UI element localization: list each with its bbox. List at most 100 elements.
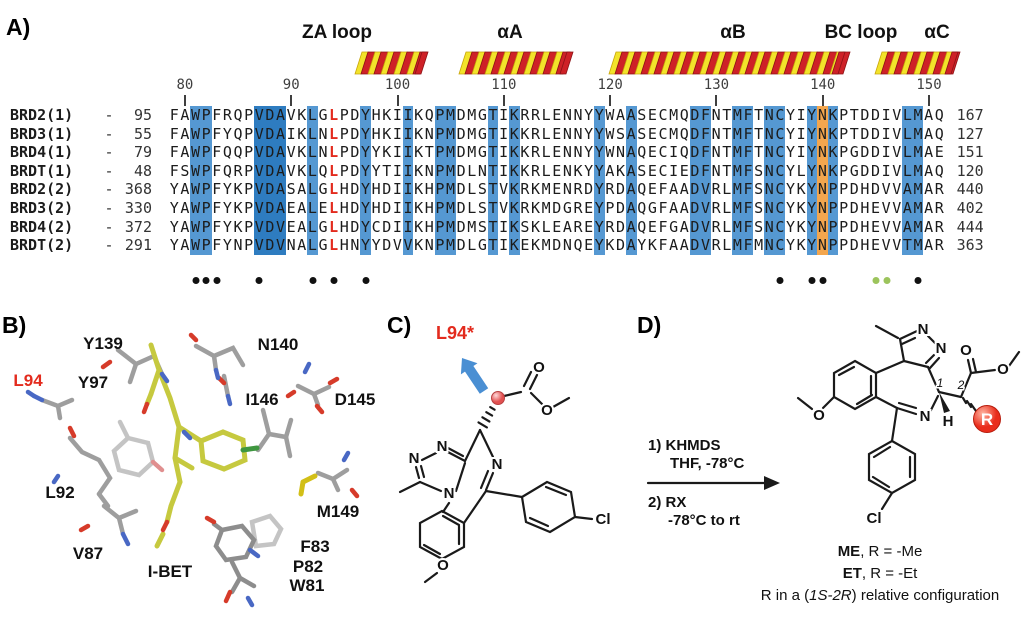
ruler-number-150: 150 bbox=[916, 77, 942, 93]
binding-site-3d-view bbox=[25, 332, 360, 608]
ruler-number-80: 80 bbox=[176, 77, 194, 93]
reaction-arrow-head bbox=[764, 476, 780, 490]
residue-label-W81: W81 bbox=[289, 576, 325, 595]
ch2-sphere bbox=[491, 391, 505, 405]
residue-label-Y97: Y97 bbox=[77, 373, 109, 392]
row-end-number: 120 bbox=[956, 161, 984, 180]
residue-label-L92: L92 bbox=[45, 483, 75, 502]
ruler-tick-100 bbox=[396, 95, 399, 106]
atom-label-O: O bbox=[997, 361, 1009, 378]
conservation-dot-green bbox=[872, 276, 880, 284]
atom-label-O: O bbox=[541, 402, 553, 419]
ruler-tick-80 bbox=[183, 95, 186, 106]
ruler-number-90: 90 bbox=[282, 77, 300, 93]
panel-a-label: A) bbox=[6, 14, 31, 40]
row-end-number: 363 bbox=[956, 236, 984, 255]
ruler-number-130: 130 bbox=[703, 77, 730, 93]
conservation-dot bbox=[202, 276, 210, 284]
panel-c-label: C) bbox=[387, 312, 412, 338]
row-start-number: 48 bbox=[133, 161, 152, 180]
row-name: BRD4(2) bbox=[10, 217, 74, 236]
conservation-dot bbox=[330, 276, 338, 284]
conservation-dot bbox=[255, 276, 263, 284]
atom-label-O: O bbox=[533, 359, 545, 376]
atom-label-O: O bbox=[960, 342, 972, 359]
atom-label-N: N bbox=[492, 456, 503, 473]
atom-label-N: N bbox=[918, 321, 929, 338]
ruler-tick-130 bbox=[715, 95, 718, 106]
ruler-number-140: 140 bbox=[810, 77, 836, 93]
ruler-tick-150 bbox=[928, 95, 931, 106]
ruler-number-100: 100 bbox=[384, 77, 411, 93]
bold-wedge bbox=[939, 392, 950, 413]
conservation-dot bbox=[819, 276, 827, 284]
conservation-dot bbox=[776, 276, 784, 284]
residue-label-I146: I146 bbox=[245, 390, 279, 409]
atom-label-O: O bbox=[437, 557, 449, 574]
atom-label-N: N bbox=[409, 450, 420, 467]
chlorine-tip bbox=[240, 445, 260, 453]
l94-annotation: L94* bbox=[436, 323, 475, 343]
product-et-caption: ET, R = -Et bbox=[842, 565, 918, 582]
residue-sticks bbox=[39, 343, 350, 537]
ss-label-αC: αC bbox=[924, 22, 950, 43]
wpf-shelf-sticks bbox=[211, 521, 257, 595]
row-start-number: 291 bbox=[124, 236, 152, 255]
row-start-number: 372 bbox=[124, 217, 152, 236]
atom-label-1: 1 bbox=[937, 376, 944, 390]
r-group-circle bbox=[973, 405, 1001, 433]
reagent-step2-conditions: -78°C to rt bbox=[668, 512, 740, 529]
row-end-number: 167 bbox=[956, 106, 984, 124]
residue-label-P82: P82 bbox=[292, 557, 324, 576]
l94-arrow-icon bbox=[460, 358, 489, 394]
atom-label-2: 2 bbox=[957, 378, 965, 392]
sulfur-segment bbox=[298, 473, 318, 497]
row-name: BRD2(1) bbox=[10, 106, 74, 124]
r-group-letter: R bbox=[981, 410, 993, 429]
conservation-dot bbox=[362, 276, 370, 284]
row-end-number: 440 bbox=[956, 180, 984, 199]
conservation-dot bbox=[192, 276, 200, 284]
row-name: BRD3(2) bbox=[10, 199, 74, 217]
configuration-note: R in a (1S-2R) relative configuration bbox=[760, 587, 1000, 604]
reagent-step1: 1) KHMDS bbox=[648, 437, 721, 454]
atom-label-N: N bbox=[936, 340, 947, 357]
conservation-dot bbox=[808, 276, 816, 284]
row-end-number: 402 bbox=[956, 199, 984, 217]
ruler-tick-110 bbox=[502, 95, 505, 106]
atom-label-N: N bbox=[437, 438, 448, 455]
helix-cartoons bbox=[354, 51, 961, 75]
ss-label-αA: αA bbox=[497, 22, 523, 43]
row-start-number: 330 bbox=[124, 199, 152, 217]
ss-label-BC loop: BC loop bbox=[824, 22, 898, 43]
residue-label-V87: V87 bbox=[72, 544, 104, 563]
residue-label-I-BET: I-BET bbox=[147, 562, 193, 581]
row-start-number: 95 bbox=[133, 106, 152, 124]
residue-label-D145: D145 bbox=[334, 390, 376, 409]
residue-label-F83: F83 bbox=[300, 537, 330, 556]
row-end-number: 151 bbox=[956, 143, 984, 162]
ruler-number-110: 110 bbox=[491, 77, 517, 93]
ruler-tick-120 bbox=[609, 95, 612, 106]
conservation-dot bbox=[914, 276, 922, 284]
atom-label-Cl: Cl bbox=[596, 511, 611, 528]
ruler-number-120: 120 bbox=[597, 77, 623, 93]
ss-label-αB: αB bbox=[720, 22, 746, 43]
bonds bbox=[646, 324, 1021, 511]
row-start-number: 55 bbox=[133, 124, 152, 143]
atom-label-N: N bbox=[920, 408, 931, 425]
residue-label-N140: N140 bbox=[257, 335, 299, 354]
row-end-number: 127 bbox=[956, 124, 984, 143]
conservation-dot-green bbox=[883, 276, 891, 284]
row-end-number: 444 bbox=[956, 217, 984, 236]
